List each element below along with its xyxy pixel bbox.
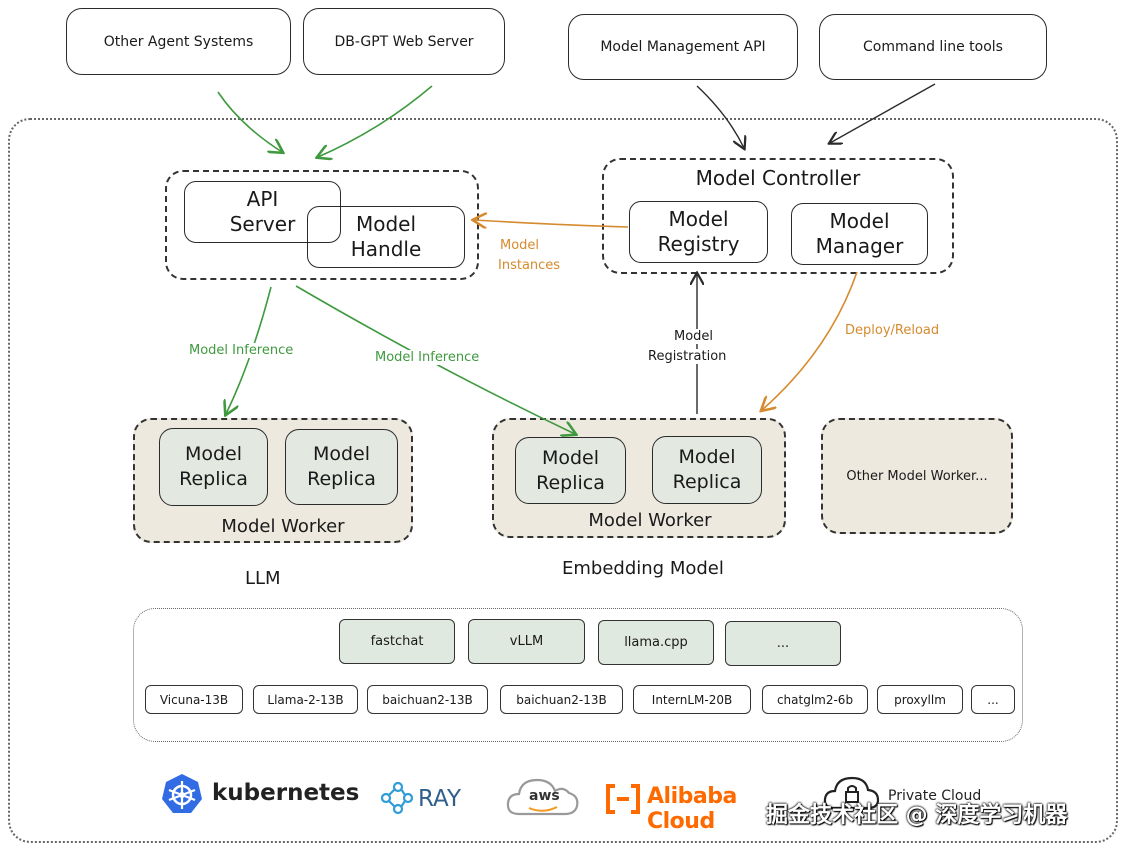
command-line-tools-box: Command line tools [819, 14, 1047, 80]
embedding-worker-label: Model Worker [588, 510, 712, 531]
embedding-replica-1-line1: Model [541, 446, 600, 469]
model-handle-line1: Model [355, 212, 417, 236]
embedding-replica-1: Model Replica [515, 437, 626, 504]
embedding-caption: Embedding Model [562, 558, 724, 579]
model-registry-line2: Registry [657, 232, 740, 256]
model-baichuan2-13b-a: baichuan2-13B [367, 685, 488, 714]
watermark: 掘金技术社区 @ 深度学习机器 [766, 803, 1068, 828]
label-deploy-reload: Deploy/Reload [845, 323, 940, 338]
other-model-worker-label: Other Model Worker... [846, 468, 988, 484]
llm-worker-label: Model Worker [221, 516, 345, 537]
llm-caption: LLM [245, 568, 281, 589]
model-management-api-box: Model Management API [568, 14, 798, 80]
llm-replica-1: Model Replica [159, 428, 268, 506]
llm-replica-2-line2: Replica [307, 468, 376, 490]
web-server-box: DB-GPT Web Server [303, 8, 505, 75]
model-manager-line1: Model [829, 209, 890, 233]
model-chatglm2-6b: chatglm2-6b [762, 685, 868, 714]
model-proxyllm: proxyllm [877, 685, 963, 714]
api-server-line2: Server [229, 212, 296, 236]
backend-group [133, 608, 1023, 742]
aws-label: aws [529, 788, 560, 804]
model-handle-box: Model Handle [307, 206, 465, 268]
model-management-api-label: Model Management API [600, 39, 766, 55]
model-registry-line1: Model [668, 207, 729, 231]
api-server-line1: API [246, 187, 279, 211]
llm-replica-1-line2: Replica [179, 468, 248, 490]
web-server-label: DB-GPT Web Server [334, 33, 474, 50]
model-llama-2-13b: Llama-2-13B [253, 685, 358, 714]
model-manager-line2: Manager [815, 234, 904, 258]
private-cloud-logo: Private Cloud [822, 772, 992, 812]
alibaba-cloud-logo: Alibaba Cloud [605, 780, 790, 834]
kubernetes-label: kubernetes [212, 780, 360, 806]
aws-logo: aws [505, 772, 581, 820]
alibaba-cloud-label: Alibaba Cloud [647, 784, 737, 834]
embedding-replica-2-line2: Replica [672, 471, 742, 493]
model-internlm-20b: InternLM-20B [633, 685, 751, 714]
engine-more: ... [725, 621, 841, 666]
model-vicuna-13b: Vicuna-13B [145, 685, 243, 714]
command-line-tools-label: Command line tools [863, 39, 1003, 55]
llm-replica-2: Model Replica [285, 429, 398, 505]
engine-fastchat: fastchat [339, 619, 455, 664]
llm-replica-2-line1: Model [312, 443, 371, 465]
label-inference-left: Model Inference [189, 343, 294, 358]
ray-icon [380, 781, 414, 815]
other-agent-systems-box: Other Agent Systems [66, 8, 291, 75]
label-model-instances-2: Instances [498, 258, 561, 273]
private-cloud-icon [823, 776, 880, 810]
label-registration-1: Model [674, 329, 714, 344]
llm-replica-1-line1: Model [184, 443, 243, 465]
embedding-replica-2-line1: Model [678, 446, 736, 468]
engine-llama-cpp: llama.cpp [598, 620, 714, 665]
alibaba-bracket-icon [606, 784, 640, 814]
model-handle-line2: Handle [350, 237, 422, 261]
aws-cloud-icon [506, 778, 579, 816]
private-cloud-label: Private Cloud [888, 788, 982, 804]
label-model-instances-1: Model [500, 238, 540, 253]
model-controller-title: Model Controller [695, 166, 861, 190]
engine-vllm: vLLM [468, 619, 585, 664]
kubernetes-logo: kubernetes [160, 772, 360, 818]
other-agent-systems-label: Other Agent Systems [103, 33, 254, 50]
model-registry-box: Model Registry [629, 201, 768, 263]
other-model-worker: Other Model Worker... [821, 418, 1013, 534]
label-inference-right: Model Inference [375, 350, 480, 365]
embedding-replica-2: Model Replica [652, 436, 762, 504]
ray-label: RAY [418, 786, 462, 812]
embedding-replica-1-line2: Replica [536, 471, 605, 494]
model-baichuan2-13b-b: baichuan2-13B [500, 685, 623, 714]
kubernetes-icon [162, 774, 202, 813]
label-registration-2: Registration [648, 349, 727, 364]
ray-logo: RAY [378, 780, 488, 820]
model-manager-box: Model Manager [791, 203, 928, 265]
model-more: ... [971, 685, 1015, 714]
system-boundary [8, 118, 1118, 843]
